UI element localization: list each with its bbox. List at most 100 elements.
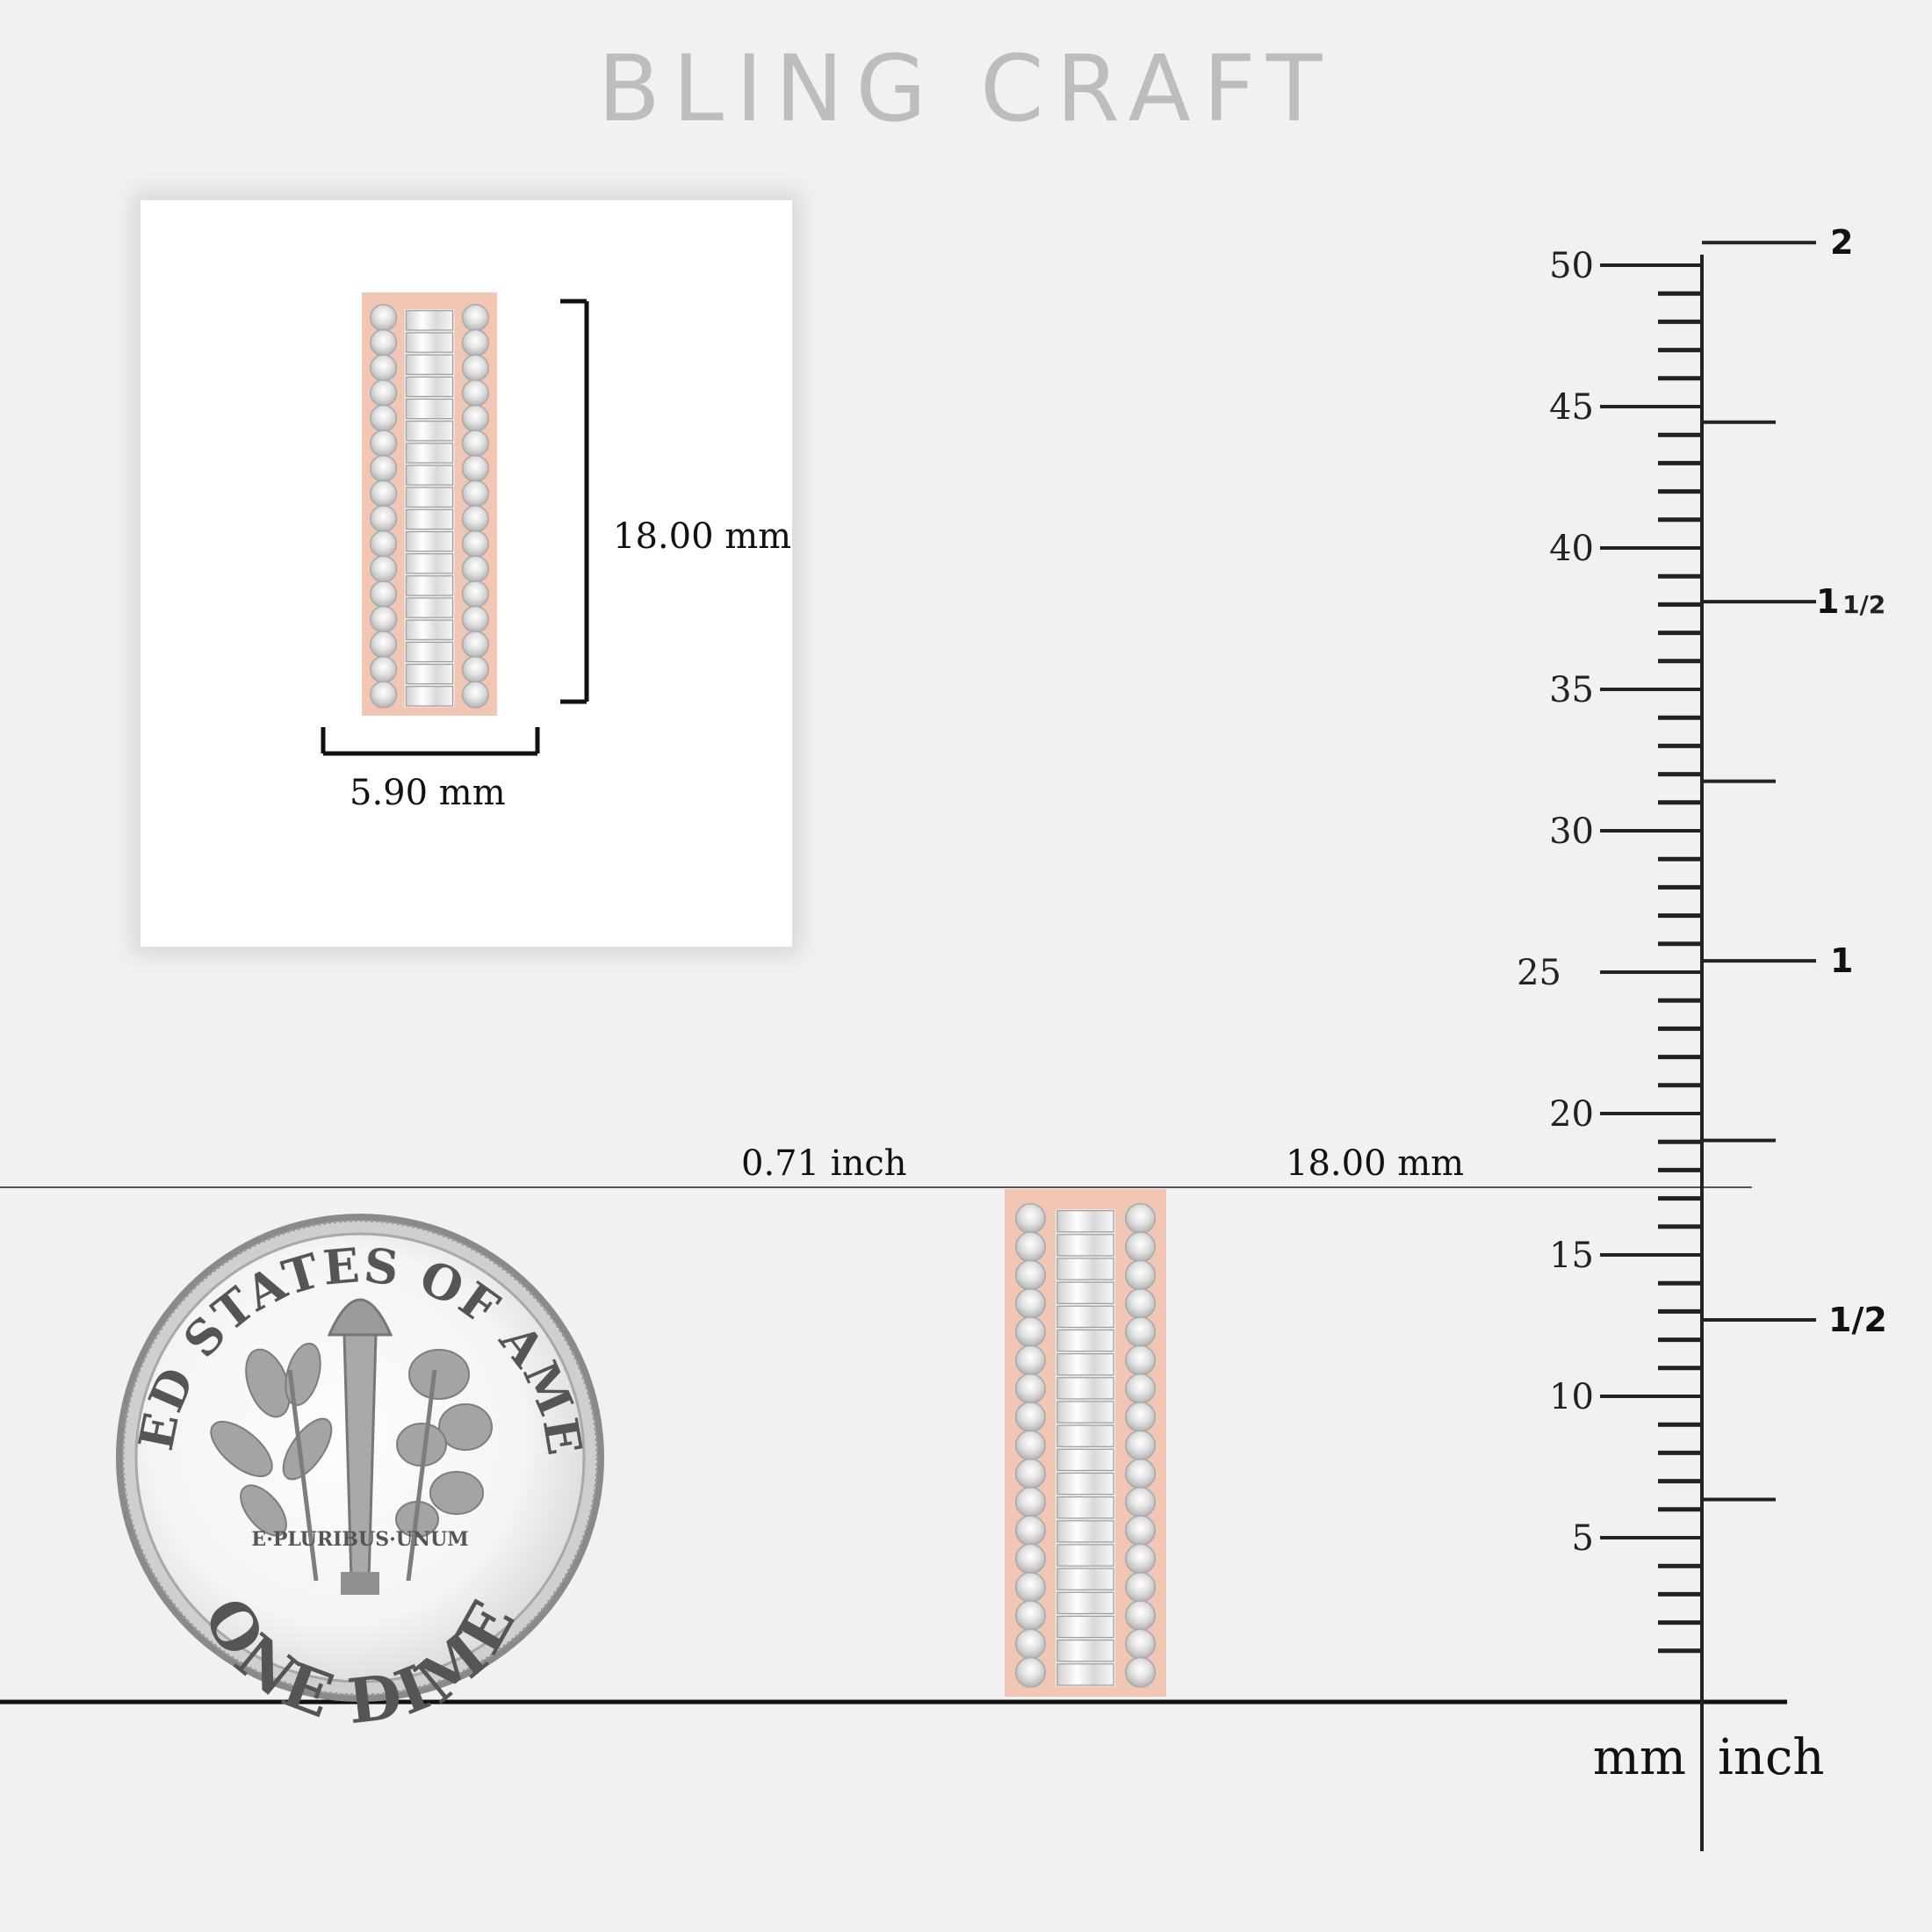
round-diamond — [461, 505, 489, 533]
round-diamond — [461, 404, 489, 432]
ruler-mm-number: 20 — [1549, 1094, 1594, 1135]
baguette-diamond — [405, 641, 454, 663]
baguette-diamond — [405, 508, 454, 530]
round-diamond — [1014, 1628, 1046, 1660]
baguette-diamond — [405, 597, 454, 618]
round-diamond — [1014, 1202, 1046, 1235]
ruler-inch-2: 2 — [1830, 223, 1853, 262]
round-diamond — [1014, 1259, 1046, 1291]
baguette-diamond — [1056, 1615, 1114, 1639]
round-diamond — [461, 429, 489, 458]
round-diamond — [1014, 1600, 1046, 1632]
height-dimension-bracket — [560, 299, 589, 704]
round-diamond — [1125, 1515, 1157, 1546]
dime-coin: UNITED STATES OF AMERICA E·PLURIBUS·UNUM… — [0, 0, 604, 1738]
baguette-diamond — [405, 332, 454, 353]
ruler-mm-number: 5 — [1572, 1518, 1594, 1559]
round-diamond — [370, 555, 398, 583]
baguette-diamond — [405, 619, 454, 640]
baguette-diamond — [1056, 1401, 1114, 1424]
ruler-mm-number: 10 — [1549, 1377, 1594, 1417]
round-diamond — [1014, 1231, 1046, 1263]
ruler-inch-one-half-fraction: 1/2 — [1842, 590, 1885, 619]
round-diamond — [1125, 1316, 1157, 1348]
baguette-diamond — [1056, 1329, 1114, 1352]
baguette-diamond — [1056, 1424, 1114, 1447]
round-diamond — [461, 681, 489, 709]
width-label: 5.90 mm — [350, 773, 506, 813]
round-diamond — [370, 580, 398, 609]
round-diamond — [370, 354, 398, 382]
round-diamond — [370, 328, 398, 357]
round-diamond — [1125, 1344, 1157, 1376]
round-diamond — [1014, 1515, 1046, 1546]
baguette-diamond — [405, 398, 454, 420]
baguette-diamond — [1056, 1377, 1114, 1400]
ruler-mm-number: 45 — [1549, 387, 1594, 428]
baguette-diamond — [1056, 1663, 1114, 1686]
round-diamond — [461, 378, 489, 407]
round-diamond — [461, 328, 489, 357]
round-diamond — [461, 580, 489, 609]
round-diamond — [1014, 1402, 1046, 1433]
baguette-diamond — [1056, 1496, 1114, 1519]
round-diamond — [1125, 1202, 1157, 1235]
ruler-mm-number: 15 — [1549, 1236, 1594, 1276]
ruler-mm-number: 25 — [1517, 953, 1561, 993]
baguette-diamond — [405, 443, 454, 464]
round-diamond — [1014, 1458, 1046, 1489]
baguette-diamond — [405, 575, 454, 596]
round-diamond — [1125, 1628, 1157, 1660]
earring-scale — [1005, 1189, 1166, 1697]
round-diamond — [1125, 1458, 1157, 1489]
round-diamond — [461, 655, 489, 684]
round-diamond — [1125, 1231, 1157, 1263]
mm-measure-label: 18.00 mm — [1286, 1143, 1465, 1184]
round-diamond — [461, 631, 489, 659]
baguette-diamond — [1056, 1234, 1114, 1257]
round-diamond — [1014, 1656, 1046, 1688]
baguette-diamond — [405, 354, 454, 375]
baguette-diamond — [1056, 1640, 1114, 1662]
ruler-mm-number: 50 — [1549, 246, 1594, 286]
baguette-diamond — [1056, 1210, 1114, 1233]
inch-measure-label: 0.71 inch — [741, 1143, 907, 1184]
ruler-inch-one-half-whole: 1 — [1816, 582, 1839, 621]
round-diamond — [370, 304, 398, 332]
baguette-diamond — [405, 376, 454, 398]
round-diamond — [370, 681, 398, 709]
baguette-diamond — [1056, 1568, 1114, 1590]
earring-detail — [362, 292, 497, 716]
round-diamond — [370, 530, 398, 558]
ruler-mm-number: 40 — [1549, 529, 1594, 569]
round-diamond — [370, 605, 398, 633]
baguette-diamond — [1056, 1258, 1114, 1280]
round-diamond — [370, 378, 398, 407]
round-diamond — [1014, 1287, 1046, 1319]
round-diamond — [1125, 1486, 1157, 1518]
round-diamond — [1125, 1656, 1157, 1688]
round-diamond — [1125, 1402, 1157, 1433]
round-diamond — [370, 454, 398, 483]
round-diamond — [1014, 1543, 1046, 1575]
ruler-mm-number: 30 — [1549, 811, 1594, 852]
round-diamond — [1125, 1373, 1157, 1404]
ruler-mm-number: 35 — [1549, 670, 1594, 710]
baguette-diamond — [405, 487, 454, 508]
baguette-diamond — [1056, 1544, 1114, 1567]
baguette-diamond — [405, 310, 454, 331]
round-diamond — [1125, 1571, 1157, 1603]
round-diamond — [1014, 1344, 1046, 1376]
ruler-inch-1: 1 — [1830, 941, 1853, 980]
round-diamond — [370, 505, 398, 533]
round-diamond — [1014, 1316, 1046, 1348]
round-diamond — [370, 429, 398, 458]
baguette-diamond — [1056, 1520, 1114, 1543]
round-diamond — [461, 605, 489, 633]
round-diamond — [461, 454, 489, 483]
round-diamond — [461, 479, 489, 508]
round-diamond — [1125, 1600, 1157, 1632]
baguette-diamond — [405, 553, 454, 574]
